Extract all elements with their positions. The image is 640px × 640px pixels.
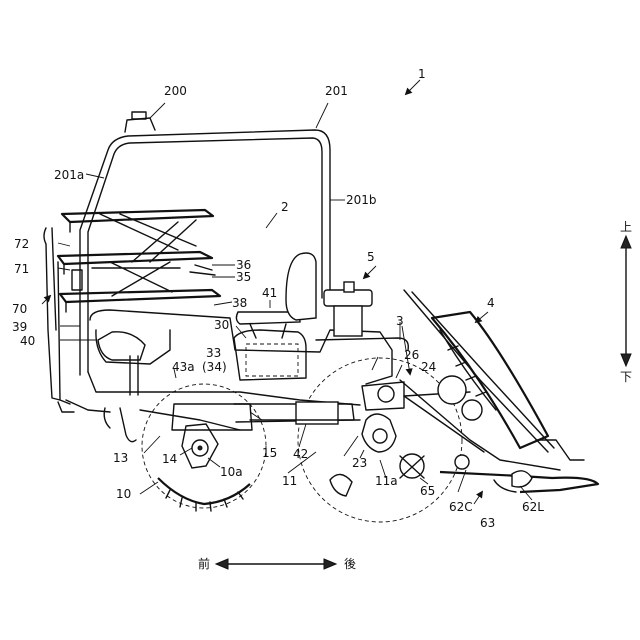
direction-arrow-horizontal	[216, 559, 336, 569]
label-4: 4	[487, 296, 495, 310]
direction-label-up: 上	[620, 220, 632, 234]
label-70: 70	[12, 302, 27, 316]
label-30: 30	[214, 318, 229, 332]
label-11: 11	[282, 474, 297, 488]
label-200: 200	[164, 84, 187, 98]
direction-label-front: 前	[198, 557, 210, 571]
front-wheel	[142, 384, 266, 511]
label-23: 23	[352, 456, 367, 470]
label-62L: 62L	[522, 500, 544, 514]
direction-label-rear: 後	[344, 557, 356, 571]
label-14: 14	[162, 452, 177, 466]
planting-unit	[400, 290, 598, 492]
label-34: (34)	[202, 360, 227, 374]
label-201b: 201b	[346, 193, 377, 207]
label-36: 36	[236, 258, 251, 272]
label-13: 13	[113, 451, 128, 465]
label-201: 201	[325, 84, 348, 98]
label-1: 1	[418, 67, 426, 81]
direction-arrow-vertical	[621, 236, 631, 366]
rear-wheel	[298, 358, 462, 522]
label-40: 40	[20, 334, 35, 348]
label-24: 24	[421, 360, 436, 374]
label-33: 33	[206, 346, 221, 360]
label-63: 63	[480, 516, 495, 530]
label-35: 35	[236, 270, 251, 284]
label-10a: 10a	[220, 465, 243, 479]
label-2: 2	[281, 200, 289, 214]
label-39: 39	[12, 320, 27, 334]
label-11a: 11a	[375, 474, 398, 488]
label-201a: 201a	[54, 168, 84, 182]
direction-label-down: 下	[620, 370, 632, 384]
label-43a: 43a	[172, 360, 195, 374]
label-10: 10	[116, 487, 131, 501]
label-38: 38	[232, 296, 247, 310]
label-26: 26	[404, 348, 419, 362]
label-72: 72	[14, 237, 29, 251]
label-3: 3	[396, 314, 404, 328]
label-65: 65	[420, 484, 435, 498]
label-5: 5	[367, 250, 375, 264]
label-41: 41	[262, 286, 277, 300]
label-42: 42	[293, 447, 308, 461]
label-62C: 62C	[449, 500, 473, 514]
label-15: 15	[262, 446, 277, 460]
label-71: 71	[14, 262, 29, 276]
